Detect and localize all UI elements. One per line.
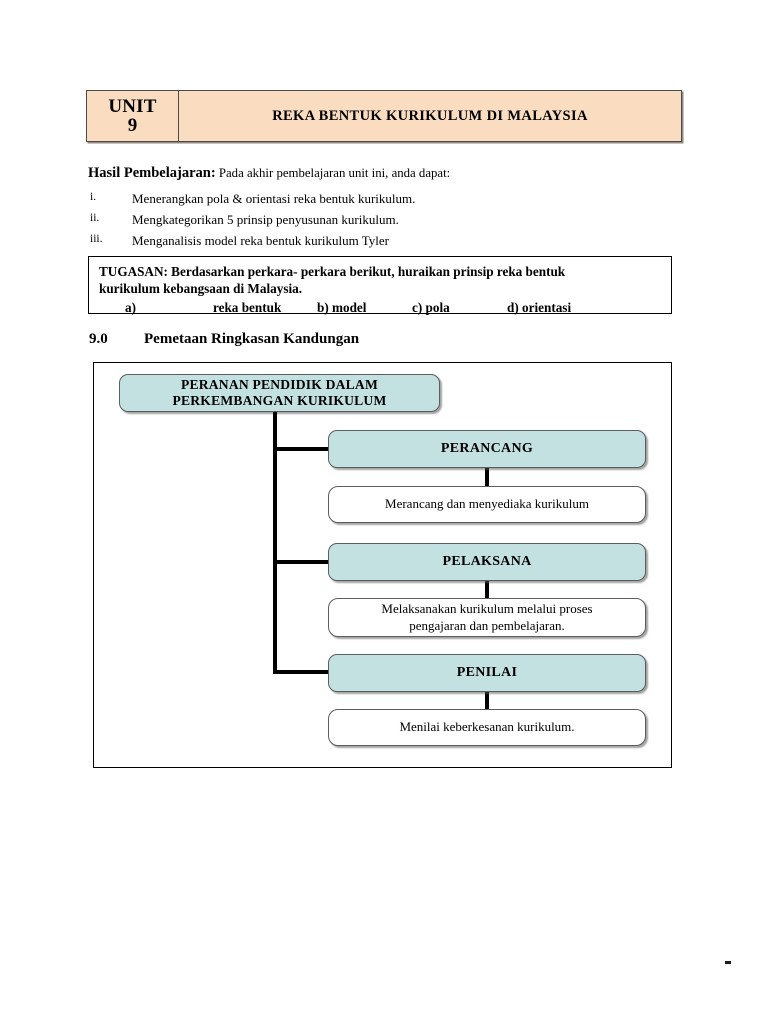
diagram-branch-connector-2 bbox=[273, 560, 331, 564]
section-number: 9.0 bbox=[89, 331, 108, 347]
list-item-text: Menerangkan pola & orientasi reka bentuk… bbox=[132, 190, 416, 206]
list-item: ii. Mengkategorikan 5 prinsip penyusunan… bbox=[88, 209, 688, 230]
diagram-node-desc-pelaksana: Melaksanakan kurikulum melalui proses pe… bbox=[328, 598, 646, 637]
list-item-text: Menganalisis model reka bentuk kurikulum… bbox=[132, 232, 389, 248]
tugasan-option-d: d) orientasi bbox=[507, 299, 572, 315]
diagram-node-role-pelaksana-label: PELAKSANA bbox=[442, 554, 532, 569]
unit-number-label: 9 bbox=[127, 115, 138, 136]
diagram-stem-2 bbox=[485, 579, 489, 602]
tugasan-option-a-marker: a) bbox=[125, 299, 136, 315]
tugasan-line-2: kurikulum kebangsaan di Malaysia. bbox=[99, 281, 303, 297]
unit-title-cell: REKA BENTUK KURIKULUM DI MALAYSIA bbox=[179, 91, 681, 141]
desc-1-line-1: Merancang dan menyediaka kurikulum bbox=[385, 496, 589, 512]
diagram-node-role-perancang: PERANCANG bbox=[328, 430, 646, 468]
diagram-node-desc-perancang-label: Merancang dan menyediaka kurikulum bbox=[385, 496, 589, 512]
desc-2-line-2: pengajaran dan pembelajaran. bbox=[409, 617, 565, 633]
tugasan-option-a-text: reka bentuk bbox=[213, 299, 282, 315]
tugasan-options: a) reka bentuk b) model c) pola d) orien… bbox=[99, 299, 671, 317]
learning-outcomes-block: Hasil Pembelajaran: Pada akhir pembelaja… bbox=[88, 163, 688, 251]
diagram-node-root-label: PERANAN PENDIDIK DALAM PERKEMBANGAN KURI… bbox=[173, 377, 387, 409]
diagram-node-desc-penilai-label: Menilai keberkesanan kurikulum. bbox=[399, 719, 574, 735]
section-heading: 9.0 Pemetaan Ringkasan Kandungan bbox=[89, 331, 359, 348]
list-item: i. Menerangkan pola & orientasi reka ben… bbox=[88, 188, 688, 209]
list-item-marker: ii. bbox=[90, 211, 100, 224]
unit-word-label: UNIT bbox=[108, 95, 157, 117]
root-label-line-2: PERKEMBANGAN KURIKULUM bbox=[172, 393, 387, 408]
root-label-line-1: PERANAN PENDIDIK DALAM bbox=[181, 376, 378, 392]
section-title: Pemetaan Ringkasan Kandungan bbox=[144, 331, 360, 347]
tugasan-option-c: c) pola bbox=[412, 299, 450, 315]
diagram-node-role-penilai: PENILAI bbox=[328, 654, 646, 692]
diagram-node-role-perancang-label: PERANCANG bbox=[440, 441, 534, 456]
diagram-canvas: PERANAN PENDIDIK DALAM PERKEMBANGAN KURI… bbox=[94, 363, 671, 767]
desc-3-line-1: Menilai keberkesanan kurikulum. bbox=[399, 719, 575, 735]
diagram-node-desc-pelaksana-label: Melaksanakan kurikulum melalui proses pe… bbox=[381, 601, 592, 634]
page-artifact-mark bbox=[725, 961, 731, 964]
unit-number-cell: UNIT 9 bbox=[87, 91, 179, 141]
desc-2-line-1: Melaksanakan kurikulum melalui proses bbox=[381, 601, 593, 617]
tugasan-line-1: TUGASAN: Berdasarkan perkara- perkara be… bbox=[99, 264, 566, 279]
diagram-branch-connector-3 bbox=[273, 670, 331, 674]
diagram-node-role-penilai-label: PENILAI bbox=[456, 665, 518, 680]
diagram-node-role-pelaksana: PELAKSANA bbox=[328, 543, 646, 581]
diagram-stem-3 bbox=[485, 689, 489, 712]
diagram-trunk-vertical bbox=[273, 412, 277, 674]
diagram-node-desc-perancang: Merancang dan menyediaka kurikulum bbox=[328, 486, 646, 523]
unit-header-banner: UNIT 9 REKA BENTUK KURIKULUM DI MALAYSIA bbox=[86, 90, 682, 142]
list-item: iii. Menganalisis model reka bentuk kuri… bbox=[88, 230, 688, 251]
list-item-marker: i. bbox=[90, 190, 97, 203]
content-map-diagram: PERANAN PENDIDIK DALAM PERKEMBANGAN KURI… bbox=[93, 362, 672, 768]
diagram-node-desc-penilai: Menilai keberkesanan kurikulum. bbox=[328, 709, 646, 746]
learning-outcomes-lead: Hasil Pembelajaran: Pada akhir pembelaja… bbox=[88, 163, 688, 185]
tugasan-box: TUGASAN: Berdasarkan perkara- perkara be… bbox=[88, 256, 672, 317]
tugasan-option-b: b) model bbox=[317, 299, 367, 315]
list-item-text: Mengkategorikan 5 prinsip penyusunan kur… bbox=[132, 211, 399, 227]
diagram-branch-connector-1 bbox=[273, 447, 331, 451]
learning-outcomes-list: i. Menerangkan pola & orientasi reka ben… bbox=[88, 188, 688, 251]
learning-outcomes-lead-text: Pada akhir pembelajaran unit ini, anda d… bbox=[215, 166, 451, 180]
learning-outcomes-label: Hasil Pembelajaran: bbox=[88, 165, 216, 181]
diagram-node-root: PERANAN PENDIDIK DALAM PERKEMBANGAN KURI… bbox=[119, 374, 440, 412]
diagram-stem-1 bbox=[485, 467, 489, 491]
page-title: REKA BENTUK KURIKULUM DI MALAYSIA bbox=[272, 107, 588, 124]
list-item-marker: iii. bbox=[90, 232, 103, 245]
